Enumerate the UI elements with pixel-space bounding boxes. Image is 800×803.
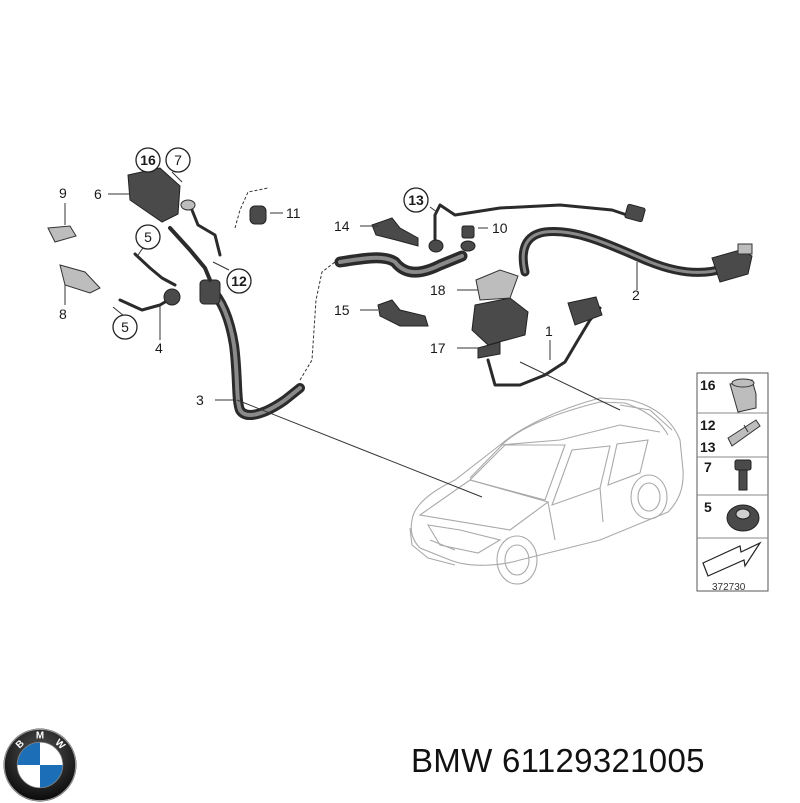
legend-item-13: 13 [700,439,716,455]
label-6: 6 [94,186,102,202]
cable-3 [199,261,336,420]
brackets [371,217,429,327]
legend-item-7: 7 [704,459,712,475]
cable-2 [518,227,753,283]
label-16: 16 [140,152,156,168]
label-10: 10 [492,220,508,236]
legend-item-16: 16 [700,377,716,393]
car-outline [409,397,684,585]
label-4: 4 [155,340,163,356]
cable-mid [334,203,646,278]
label-3: 3 [196,392,204,408]
label-1: 1 [545,323,553,339]
part-numbers: 9 6 8 4 3 11 14 15 10 18 17 1 2 [59,185,640,408]
label-7: 7 [174,152,182,168]
label-11: 11 [286,205,301,221]
arrow-icon [702,541,762,577]
label-9: 9 [59,185,67,201]
cable-1 [471,269,603,387]
label-14: 14 [334,218,350,234]
label-5-top: 5 [144,229,152,245]
diagram-number: 372730 [712,582,746,593]
leader-lines [64,171,638,498]
part-number-caption: BMW 61129321005 [411,742,705,779]
legend-item-5: 5 [704,499,712,515]
label-15: 15 [334,302,350,318]
label-17: 17 [430,340,446,356]
logo-letter-m: M [36,730,44,741]
label-13: 13 [408,192,424,208]
legend-item-12: 12 [700,417,716,433]
label-5-bottom: 5 [121,319,129,335]
label-18: 18 [430,282,446,298]
bmw-logo-icon: B M W [3,728,77,802]
circled-numbers: 16 7 5 5 12 13 [112,147,429,340]
label-8: 8 [59,306,67,322]
label-12: 12 [231,273,247,289]
left-parts [47,167,269,312]
legend-panel: 16 12 13 7 5 372730 [696,372,769,593]
label-2: 2 [632,287,640,303]
